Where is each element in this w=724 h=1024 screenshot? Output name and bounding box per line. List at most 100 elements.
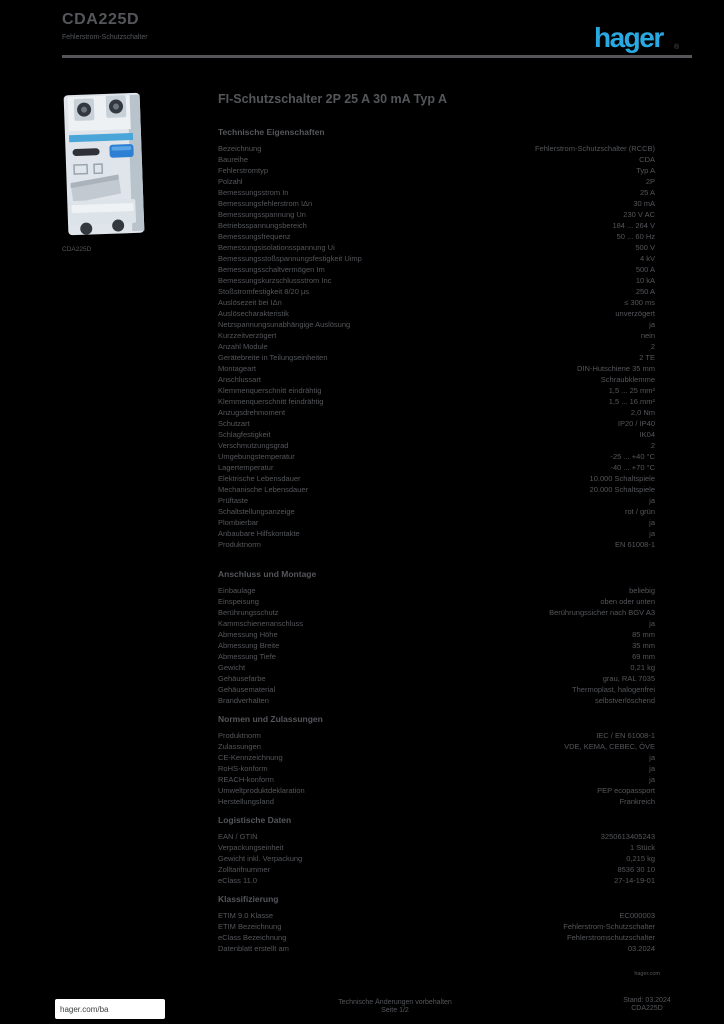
spec-label: ETIM 9.0 Klasse	[218, 910, 274, 920]
spec-row: Verpackungseinheit 1 Stück	[218, 842, 655, 853]
spec-row: Bemessungsfehlerstrom IΔn 30 mA	[218, 198, 655, 209]
spec-label: Bemessungskurzschlussstrom Inc	[218, 275, 332, 285]
spec-label: Zolltarifnummer	[218, 864, 271, 874]
spec-value: Berührungssicher nach BGV A3	[549, 607, 655, 617]
spec-row: CE-Kennzeichnung ja	[218, 752, 655, 763]
spec-label: Plombierbar	[218, 517, 259, 527]
spec-row: Auslösecharakteristik unverzögert	[218, 308, 655, 319]
spec-row: Klemmenquerschnitt eindrähtig 1,5 ... 25…	[218, 385, 655, 396]
spec-value: grau, RAL 7035	[602, 673, 655, 683]
spec-label: Stoßstromfestigkeit 8/20 µs	[218, 286, 310, 296]
spec-label: Kurzzeitverzögert	[218, 330, 277, 340]
spec-row: Schlagfestigkeit IK04	[218, 429, 655, 440]
spec-row: Montageart DIN-Hutschiene 35 mm	[218, 363, 655, 374]
footer-site-link[interactable]: hager.com/ba	[55, 999, 165, 1019]
spec-value: IEC / EN 61008-1	[596, 730, 655, 740]
spec-value: oben oder unten	[600, 596, 655, 606]
spec-row: Polzahl 2P	[218, 176, 655, 187]
spec-label: eClass Bezeichnung	[218, 932, 287, 942]
section-title: Technische Eigenschaften	[218, 127, 325, 137]
spec-value: ja	[649, 618, 655, 628]
spec-row: Schaltstellungsanzeige rot / grün	[218, 506, 655, 517]
spec-label: Schutzart	[218, 418, 250, 428]
spec-label: CE-Kennzeichnung	[218, 752, 283, 762]
spec-row: ETIM Bezeichnung Fehlerstrom-Schutzschal…	[218, 921, 655, 932]
spec-label: Gewicht	[218, 662, 246, 672]
spec-label: Datenblatt erstellt am	[218, 943, 289, 953]
spec-row: Lagertemperatur -40 ... +70 °C	[218, 462, 655, 473]
spec-row: Gehäusefarbe grau, RAL 7035	[218, 673, 655, 684]
spec-value: -25 ... +40 °C	[610, 451, 655, 461]
spec-value: IP20 / IP40	[617, 418, 655, 428]
spec-value: 2 TE	[639, 352, 655, 362]
spec-label: Produktnorm	[218, 539, 261, 549]
main-content: FI-Schutzschalter 2P 25 A 30 mA Typ A Te…	[218, 92, 655, 954]
spec-value: ja	[649, 495, 655, 505]
spec-value: 1,5 ... 16 mm²	[608, 396, 655, 406]
spec-label: Lagertemperatur	[218, 462, 274, 472]
spec-label: Bemessungsstrom In	[218, 187, 289, 197]
spec-row: Kammschienenanschluss ja	[218, 618, 655, 629]
spec-value: Fehlerstromschutzschalter	[567, 932, 655, 942]
spec-label: Netzspannungsunabhängige Auslösung	[218, 319, 351, 329]
spec-label: Anzugsdrehmoment	[218, 407, 286, 417]
spec-label: Produktnorm	[218, 730, 261, 740]
spec-value: unverzögert	[615, 308, 655, 318]
spec-row: Produktnorm IEC / EN 61008-1	[218, 730, 655, 741]
spec-value: 184 ... 264 V	[612, 220, 655, 230]
spec-row: Bezeichnung Fehlerstrom-Schutzschalter (…	[218, 143, 655, 154]
spec-label: Berührungsschutz	[218, 607, 279, 617]
spec-row: Klemmenquerschnitt feindrähtig 1,5 ... 1…	[218, 396, 655, 407]
spec-label: Gewicht inkl. Verpackung	[218, 853, 303, 863]
spec-row: EAN / GTIN 3250613405243	[218, 831, 655, 842]
spec-row: Umweltproduktdeklaration PEP ecopassport	[218, 785, 655, 796]
spec-row: Gerätebreite in Teilungseinheiten 2 TE	[218, 352, 655, 363]
spec-value: nein	[640, 330, 655, 340]
spec-label: Baureihe	[218, 154, 249, 164]
spec-value: rot / grün	[624, 506, 655, 516]
spec-row: REACH-konform ja	[218, 774, 655, 785]
product-image	[63, 92, 145, 236]
spec-value: Thermoplast, halogenfrei	[572, 684, 655, 694]
spec-row: Gehäusematerial Thermoplast, halogenfrei	[218, 684, 655, 695]
spec-row: Bemessungsfrequenz 50 ... 60 Hz	[218, 231, 655, 242]
spec-value: 0,21 kg	[630, 662, 655, 672]
spec-value: VDE, KEMA, CEBEC, ÖVE	[564, 741, 655, 751]
spec-row: Einbaulage beliebig	[218, 585, 655, 596]
section-title: Logistische Daten	[218, 815, 292, 825]
spec-table: Produktnorm IEC / EN 61008-1 Zulassungen…	[218, 730, 655, 807]
footer-center-line2: Seite 1/2	[381, 1007, 409, 1014]
footer-small-note: hager.com	[634, 971, 660, 977]
spec-section-technical: Technische Eigenschaften Bezeichnung Feh…	[218, 128, 655, 550]
spec-row: Schutzart IP20 / IP40	[218, 418, 655, 429]
spec-value: 4 kV	[639, 253, 655, 263]
spec-label: Klemmenquerschnitt eindrähtig	[218, 385, 322, 395]
spec-label: Brandverhalten	[218, 695, 269, 705]
spec-value: 30 mA	[633, 198, 655, 208]
spec-value: ja	[649, 763, 655, 773]
spec-row: Auslösezeit bei IΔn ≤ 300 ms	[218, 297, 655, 308]
spec-row: Zulassungen VDE, KEMA, CEBEC, ÖVE	[218, 741, 655, 752]
spec-row: Bemessungsstrom In 25 A	[218, 187, 655, 198]
page-title: FI-Schutzschalter 2P 25 A 30 mA Typ A	[218, 92, 448, 106]
spec-label: Verschmutzungsgrad	[218, 440, 289, 450]
spec-label: Gehäusefarbe	[218, 673, 266, 683]
spec-value: 10 kA	[635, 275, 655, 285]
section-title: Klassifizierung	[218, 894, 279, 904]
spec-label: Fehlerstromtyp	[218, 165, 269, 175]
spec-label: Polzahl	[218, 176, 243, 186]
section-title: Anschluss und Montage	[218, 569, 317, 579]
spec-value: Fehlerstrom-Schutzschalter	[563, 921, 655, 931]
spec-value: 2,0 Nm	[630, 407, 655, 417]
spec-row: Abmessung Höhe 85 mm	[218, 629, 655, 640]
spec-row: RoHS-konform ja	[218, 763, 655, 774]
spec-label: Umweltproduktdeklaration	[218, 785, 305, 795]
spec-value: 20.000 Schaltspiele	[589, 484, 655, 494]
spec-value: 27-14-19-01	[614, 875, 655, 885]
spec-row: Datenblatt erstellt am 03.2024	[218, 943, 655, 954]
spec-row: Betriebsspannungsbereich 184 ... 264 V	[218, 220, 655, 231]
footer-right-text: Stand: 03.2024 CDA225D	[608, 997, 686, 1013]
spec-label: REACH-konform	[218, 774, 274, 784]
spec-row: Bemessungskurzschlussstrom Inc 10 kA	[218, 275, 655, 286]
spec-value: 500 V	[635, 242, 655, 252]
